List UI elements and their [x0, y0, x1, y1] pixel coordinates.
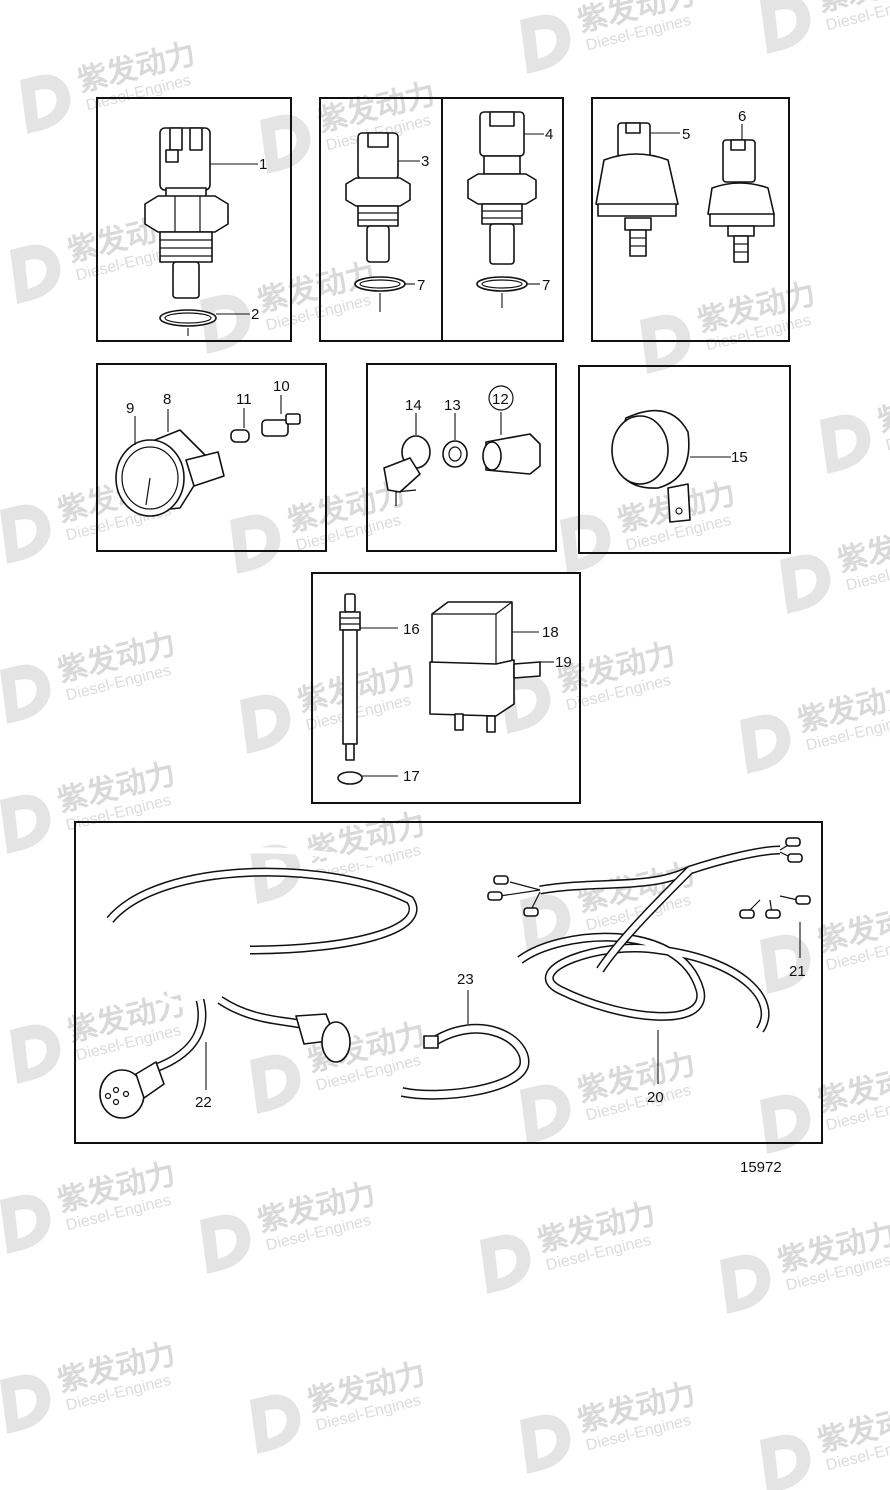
- callout-5: 5: [682, 126, 690, 143]
- panel-switches-5-6: 5 6: [591, 97, 790, 342]
- watermark-logo-icon: [720, 1254, 771, 1314]
- callout-7a: 7: [417, 277, 425, 294]
- callout-7b: 7: [542, 277, 550, 294]
- callout-14: 14: [405, 397, 422, 414]
- callout-6: 6: [738, 108, 746, 125]
- callout-15: 15: [731, 449, 748, 466]
- watermark-logo-icon: [520, 1414, 571, 1474]
- watermark-brand-cn: 紫发动力: [874, 376, 890, 439]
- watermark-logo-icon: [200, 294, 251, 354]
- watermark-logo-icon: [0, 504, 51, 564]
- panel-harness: 22 23 21 20: [74, 821, 823, 1144]
- panel-horn: 15: [578, 365, 791, 554]
- callout-20: 20: [647, 1089, 664, 1106]
- callout-19: 19: [555, 654, 572, 671]
- watermark-logo-icon: [0, 794, 51, 854]
- watermark-logo-icon: [0, 1194, 51, 1254]
- watermark-logo-icon: [200, 1214, 251, 1274]
- watermark-logo-icon: [260, 114, 311, 174]
- watermark-logo-icon: [820, 414, 871, 474]
- callout-2: 2: [251, 306, 259, 323]
- callout-4: 4: [545, 126, 553, 143]
- watermark-logo-icon: [10, 244, 61, 304]
- callout-21: 21: [789, 963, 806, 980]
- callout-3: 3: [421, 153, 429, 170]
- callout-11: 11: [236, 391, 252, 408]
- watermark-logo-icon: [480, 1234, 531, 1294]
- watermark-logo-icon: [10, 1024, 61, 1084]
- watermark-logo-icon: [760, 0, 811, 54]
- panel-gauge: 9 8 11 10: [96, 363, 327, 552]
- watermark-logo-icon: [760, 1434, 811, 1490]
- callout-10: 10: [273, 378, 290, 395]
- watermark-logo-icon: [520, 1084, 571, 1144]
- watermark-logo-icon: [20, 74, 71, 134]
- watermark-logo-icon: [780, 554, 831, 614]
- callout-12: 12: [492, 391, 509, 408]
- callout-18: 18: [542, 624, 559, 641]
- callout-8: 8: [163, 391, 171, 408]
- watermark-logo-icon: [240, 694, 291, 754]
- watermark-logo-icon: [740, 714, 791, 774]
- watermark-logo-icon: [0, 664, 51, 724]
- callout-16: 16: [403, 621, 420, 638]
- callout-1: 1: [259, 156, 267, 173]
- panel-sensors-3-4: 3 7 4 7: [319, 97, 564, 342]
- callout-13: 13: [444, 397, 461, 414]
- watermark-logo-icon: [230, 514, 281, 574]
- watermark-logo-icon: [0, 1374, 51, 1434]
- watermark-logo-icon: [250, 844, 301, 904]
- watermark-logo-icon: [760, 1094, 811, 1154]
- watermark-logo-icon: [560, 514, 611, 574]
- watermark-logo-icon: [250, 1394, 301, 1454]
- callout-23: 23: [457, 971, 474, 988]
- callout-22: 22: [195, 1094, 212, 1111]
- panel-socket: 14 13 12: [366, 363, 557, 552]
- panel-sensor-1: 1 2: [96, 97, 292, 342]
- watermark-logo-icon: [250, 1054, 301, 1114]
- panel-relay: 16 17 18 19: [311, 572, 581, 804]
- watermark-logo-icon: [760, 934, 811, 994]
- callout-17: 17: [403, 768, 420, 785]
- watermark-logo-icon: [640, 314, 691, 374]
- watermark-logo-icon: [520, 14, 571, 74]
- figure-reference-number: 15972: [740, 1159, 782, 1176]
- callout-9: 9: [126, 400, 134, 417]
